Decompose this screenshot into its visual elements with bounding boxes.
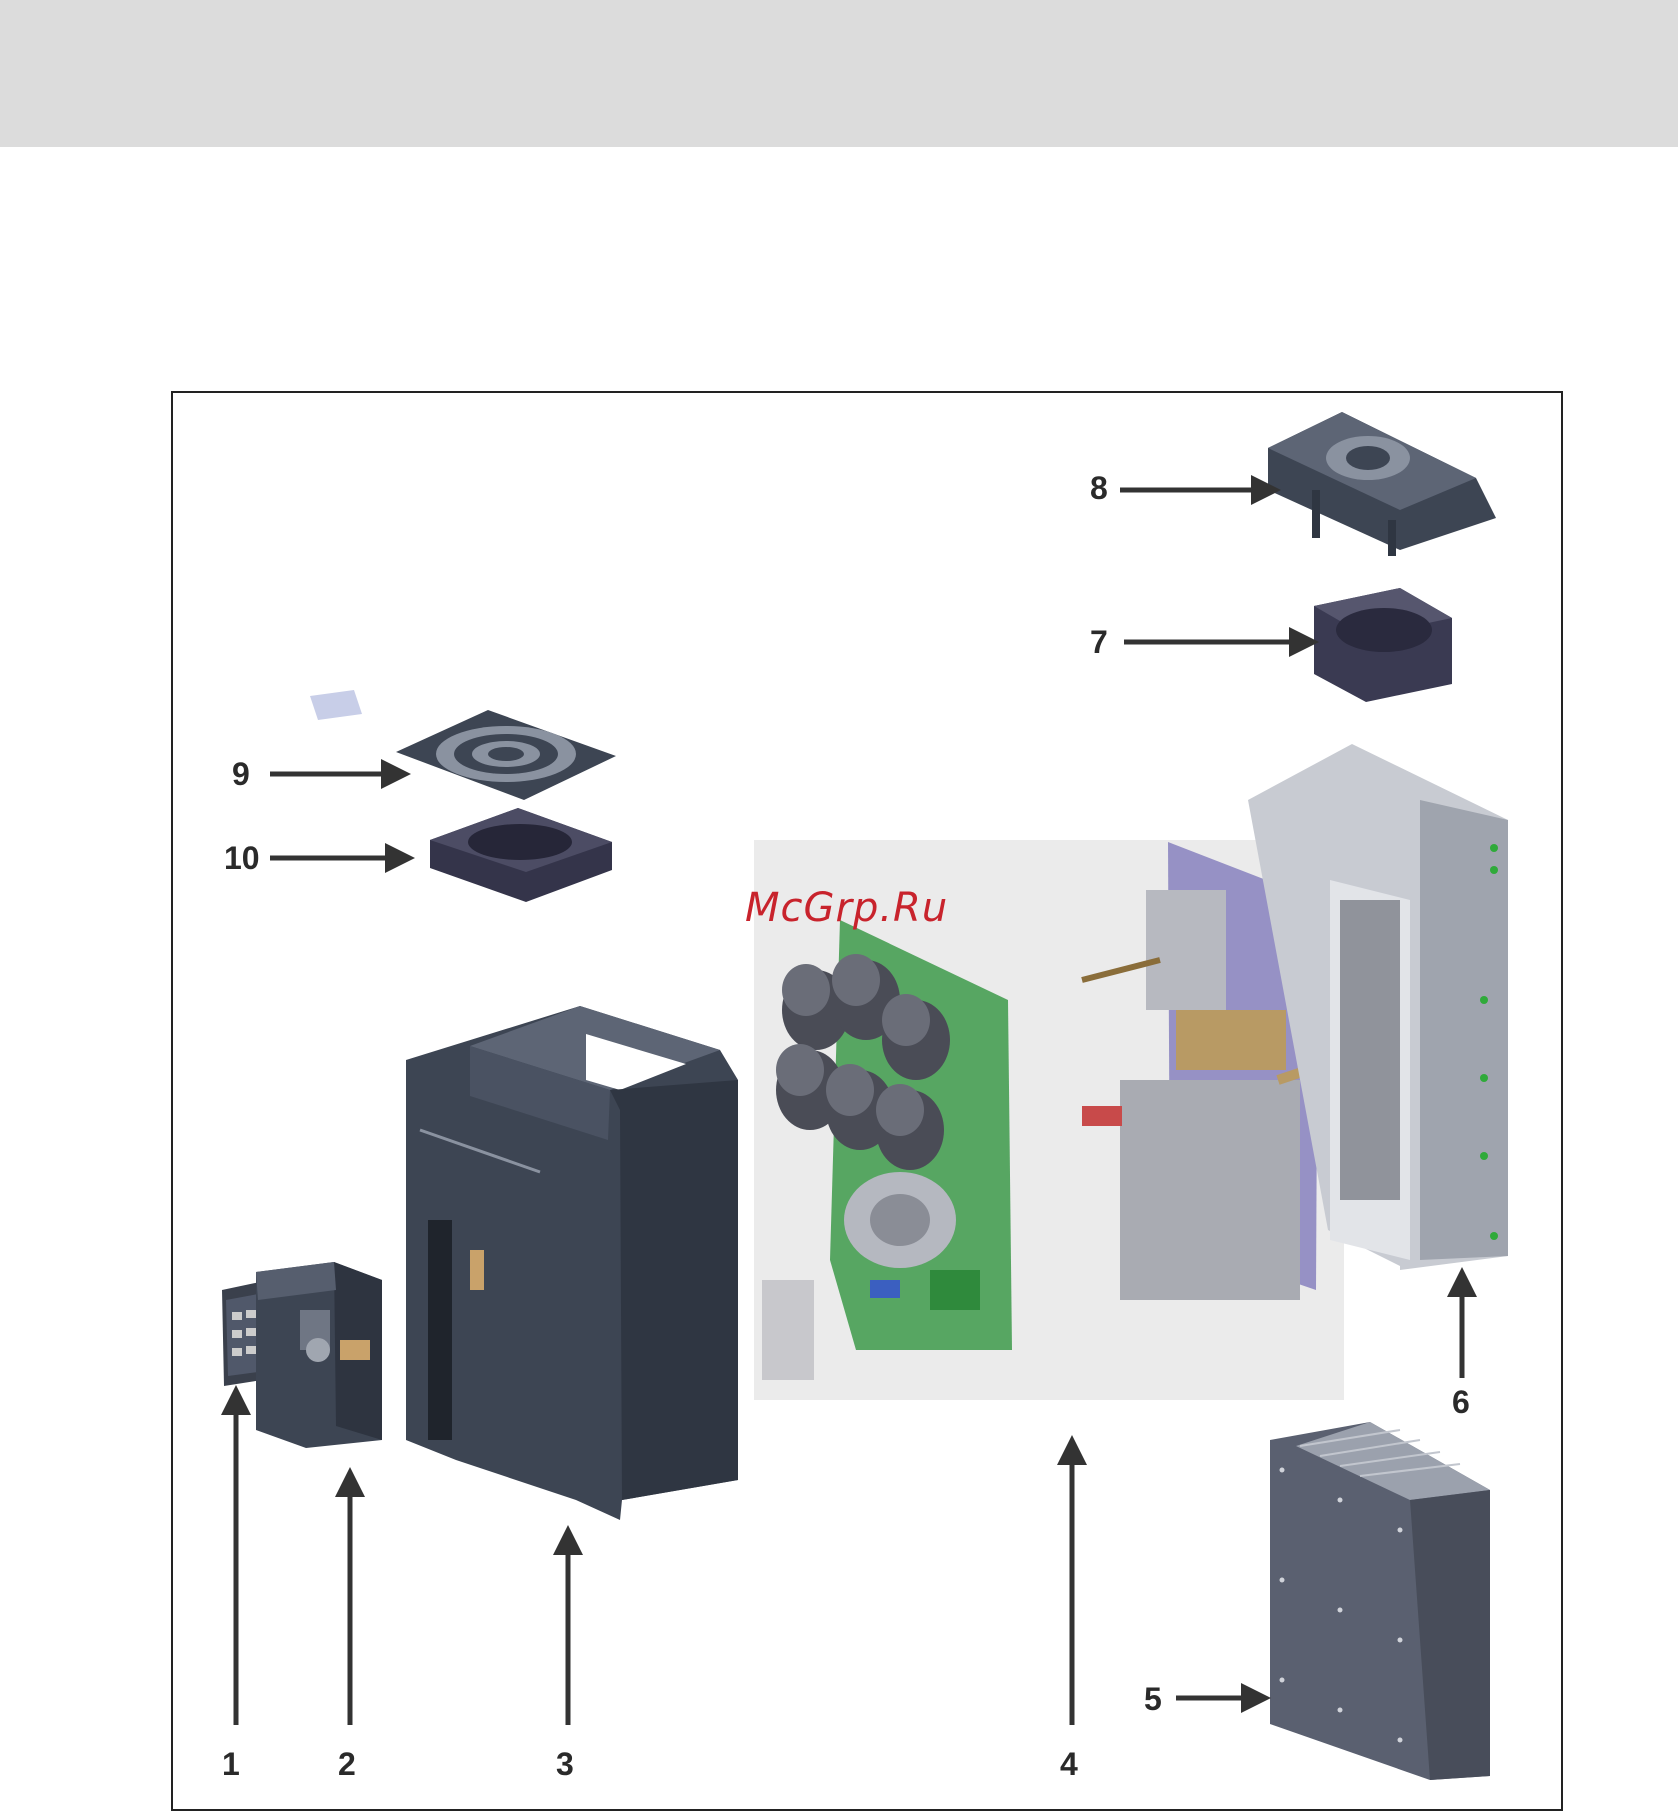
callout-9: 9 <box>232 756 250 792</box>
callout-4: 4 <box>1060 1746 1078 1782</box>
part-8-top-cover <box>1268 412 1496 556</box>
callout-7: 7 <box>1090 624 1108 660</box>
callout-8: 8 <box>1090 470 1108 506</box>
callout-6: 6 <box>1452 1384 1470 1420</box>
part-3-front-housing <box>406 1006 738 1520</box>
part-7-fan <box>1314 588 1452 702</box>
part-10-fan <box>430 808 612 902</box>
page-header-bar <box>0 0 1678 147</box>
part-4-power-board <box>754 840 1412 1400</box>
callout-arrows <box>221 475 1477 1725</box>
callout-10: 10 <box>224 840 260 876</box>
watermark-text: McGrp.Ru <box>745 885 949 931</box>
callout-2: 2 <box>338 1746 356 1782</box>
part-9-fan-grille <box>310 690 616 800</box>
part-5-heatsink <box>1270 1422 1490 1780</box>
callout-1: 1 <box>222 1746 240 1782</box>
callout-5: 5 <box>1144 1681 1162 1717</box>
part-6-chassis <box>1248 744 1508 1270</box>
part-2-control-module <box>256 1262 382 1448</box>
callout-3: 3 <box>556 1746 574 1782</box>
